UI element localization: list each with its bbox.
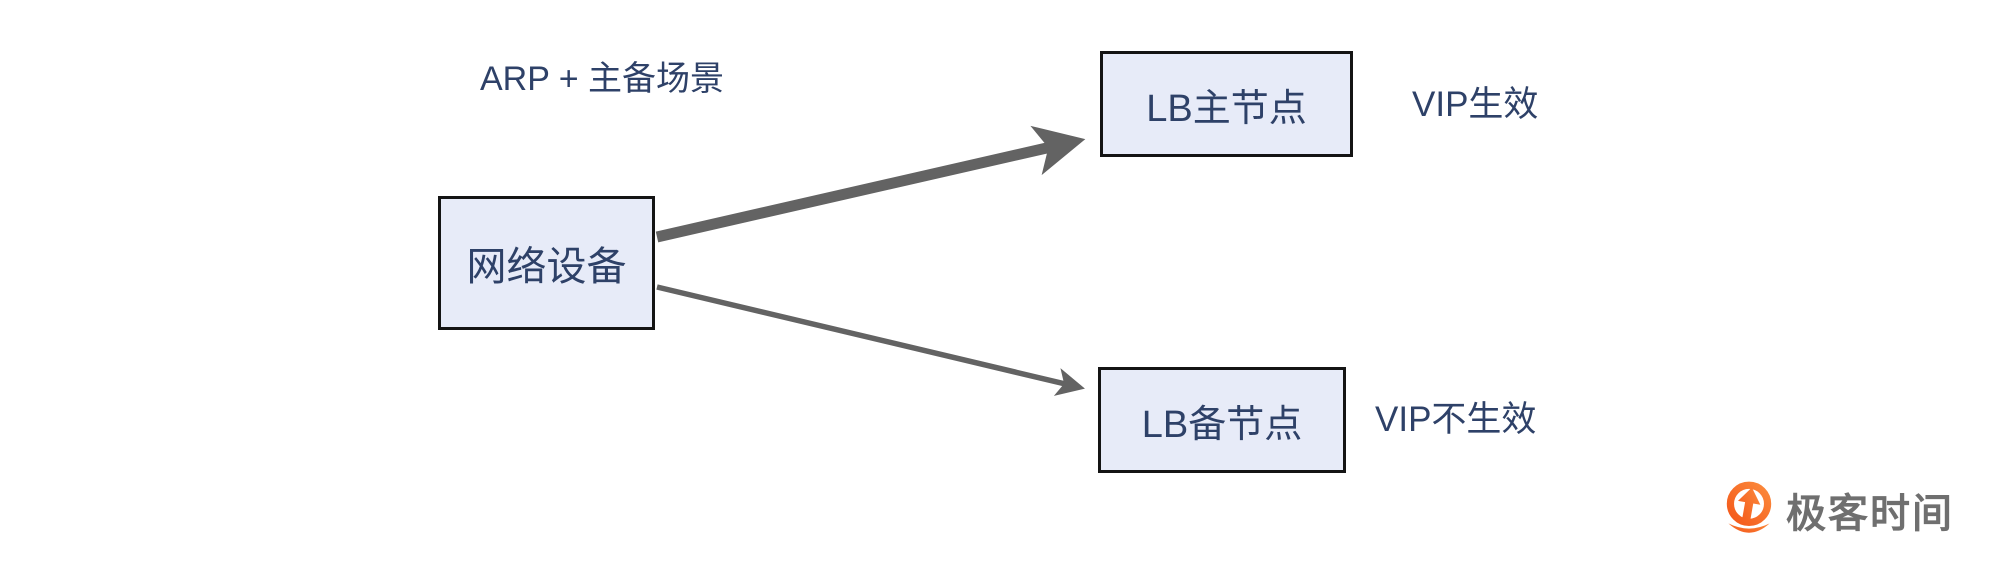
- vip-status-master: VIP生效: [1412, 85, 1539, 124]
- node-lb-backup-label: LB备节点: [1141, 403, 1303, 446]
- node-lb-master: LB主节点: [1100, 51, 1353, 157]
- diagram-title: ARP + 主备场景: [480, 60, 725, 98]
- geektime-logo: 极客时间: [1722, 478, 1954, 542]
- vip-status-backup: VIP不生效: [1375, 400, 1537, 439]
- node-network-device: 网络设备: [438, 196, 655, 330]
- node-network-device-label: 网络设备: [466, 245, 627, 289]
- arrow-thick-to-master: [655, 125, 1086, 243]
- node-lb-master-label: LB主节点: [1146, 87, 1307, 130]
- geektime-logo-text: 极客时间: [1786, 492, 1954, 536]
- node-lb-backup: LB备节点: [1098, 367, 1346, 473]
- arrow-thin-to-backup: [656, 284, 1085, 396]
- geektime-logo-icon: [1726, 481, 1772, 533]
